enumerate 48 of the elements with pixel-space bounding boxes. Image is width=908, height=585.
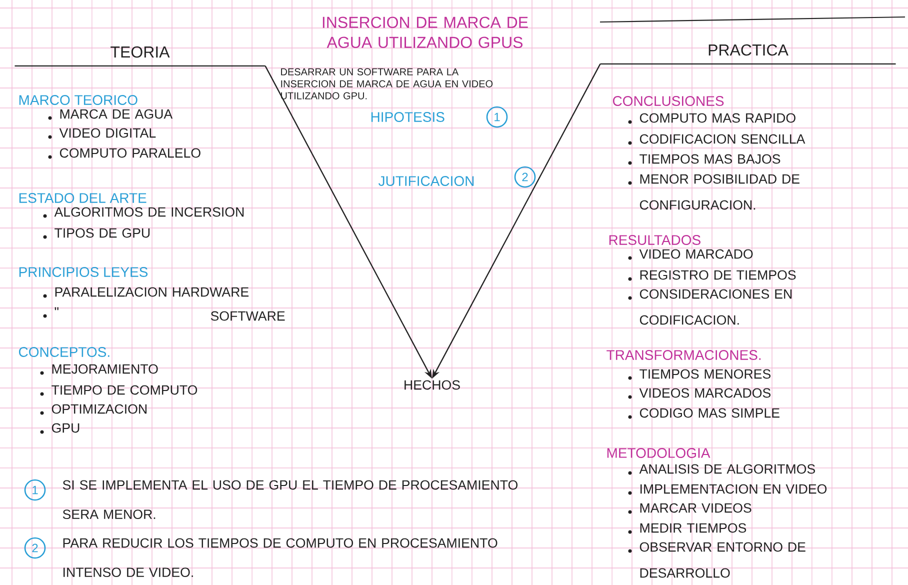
bullet-item: TIPOS DE GPU — [43, 228, 150, 239]
bullet-item: CODIFICACION SENCILLA — [628, 134, 806, 145]
bullet-item: GPU — [40, 423, 80, 434]
bullet-item: TIEMPO DE COMPUTO — [40, 385, 198, 396]
callout-number: 2 — [514, 166, 536, 188]
bullet-item: ALGORITMOS DE INCERSION — [43, 207, 244, 218]
bullet-item: VIDEO MARCADO — [628, 249, 753, 260]
callout-number: 1 — [486, 106, 508, 128]
note-text: SI SE IMPLEMENTA EL USO DE GPU EL TIEMPO DE PROCESAMIENTO SERA MENOR. — [62, 480, 518, 520]
bullet-item: OPTIMIZACION — [40, 404, 146, 415]
bullet-item: COMPUTO PARALELO — [48, 148, 200, 159]
vertex-label: HECHOS — [404, 380, 460, 390]
note-text: PARA REDUCIR LOS TIEMPOS DE COMPUTO EN PROCESAMIENTO INTENSO DE VIDEO. — [63, 538, 498, 578]
heading-underlined: PRACTICA — [600, 44, 896, 65]
section-heading: CONCLUSIONES — [612, 96, 724, 106]
bullet-item: VIDEO DIGITAL — [48, 128, 156, 139]
callout-number: 2 — [24, 537, 46, 559]
heading-underlined: TEORIA — [14, 46, 266, 67]
bullet-item: COMPUTO MAS RAPIDO — [628, 113, 796, 124]
description-text: DESARRAR UN SOFTWARE PARA LA INSERCION DE MARCA DE AGUA EN VIDEO UTILIZANDO GPU. — [281, 68, 493, 100]
section-heading: PRINCIPIOS LEYES — [19, 267, 148, 277]
bullet-item: TIEMPOS MAS BAJOS — [628, 154, 780, 165]
section-heading: METODOLOGIA — [607, 448, 710, 458]
bullet-item: CONSIDERACIONES EN CODIFICACION. — [628, 289, 792, 325]
bullet-item: IMPLEMENTACION EN VIDEO — [628, 484, 827, 495]
bullet-item: REGISTRO DE TIEMPOS — [628, 270, 796, 281]
item-text: SOFTWARE — [210, 311, 285, 321]
section-heading: JUTIFICACION — [378, 176, 474, 186]
bullet-item: MEDIR TIEMPOS — [628, 523, 746, 534]
bullet-item: TIEMPOS MENORES — [628, 369, 771, 380]
bullet-item: " — [43, 307, 58, 318]
bullet-item: MEJORAMIENTO — [40, 364, 158, 375]
section-heading: MARCO TEORICO — [19, 95, 138, 105]
section-heading: TRANSFORMACIONES. — [606, 350, 761, 360]
section-heading: HIPOTESIS — [371, 112, 444, 122]
bullet-item: ANALISIS DE ALGORITMOS — [628, 464, 815, 475]
callout-number: 1 — [24, 479, 46, 501]
bullet-item: MARCAR VIDEOS — [628, 503, 752, 514]
bullet-item: MENOR POSIBILIDAD DE CONFIGURACION. — [628, 174, 800, 210]
bullet-item: PARALELIZACION HARDWARE — [43, 287, 249, 298]
bullet-item: OBSERVAR ENTORNO DE DESARROLLO — [628, 542, 806, 578]
section-heading: CONCEPTOS. — [18, 347, 110, 357]
section-heading: ESTADO DEL ARTE — [19, 193, 146, 203]
bullet-item: CODIGO MAS SIMPLE — [628, 408, 780, 419]
section-heading: RESULTADOS — [609, 235, 700, 245]
title: INSERCION DE MARCA DE AGUA UTILIZANDO GPUS — [322, 16, 528, 48]
bullet-item: MARCA DE AGUA — [48, 109, 173, 120]
bullet-item: VIDEOS MARCADOS — [628, 388, 771, 399]
